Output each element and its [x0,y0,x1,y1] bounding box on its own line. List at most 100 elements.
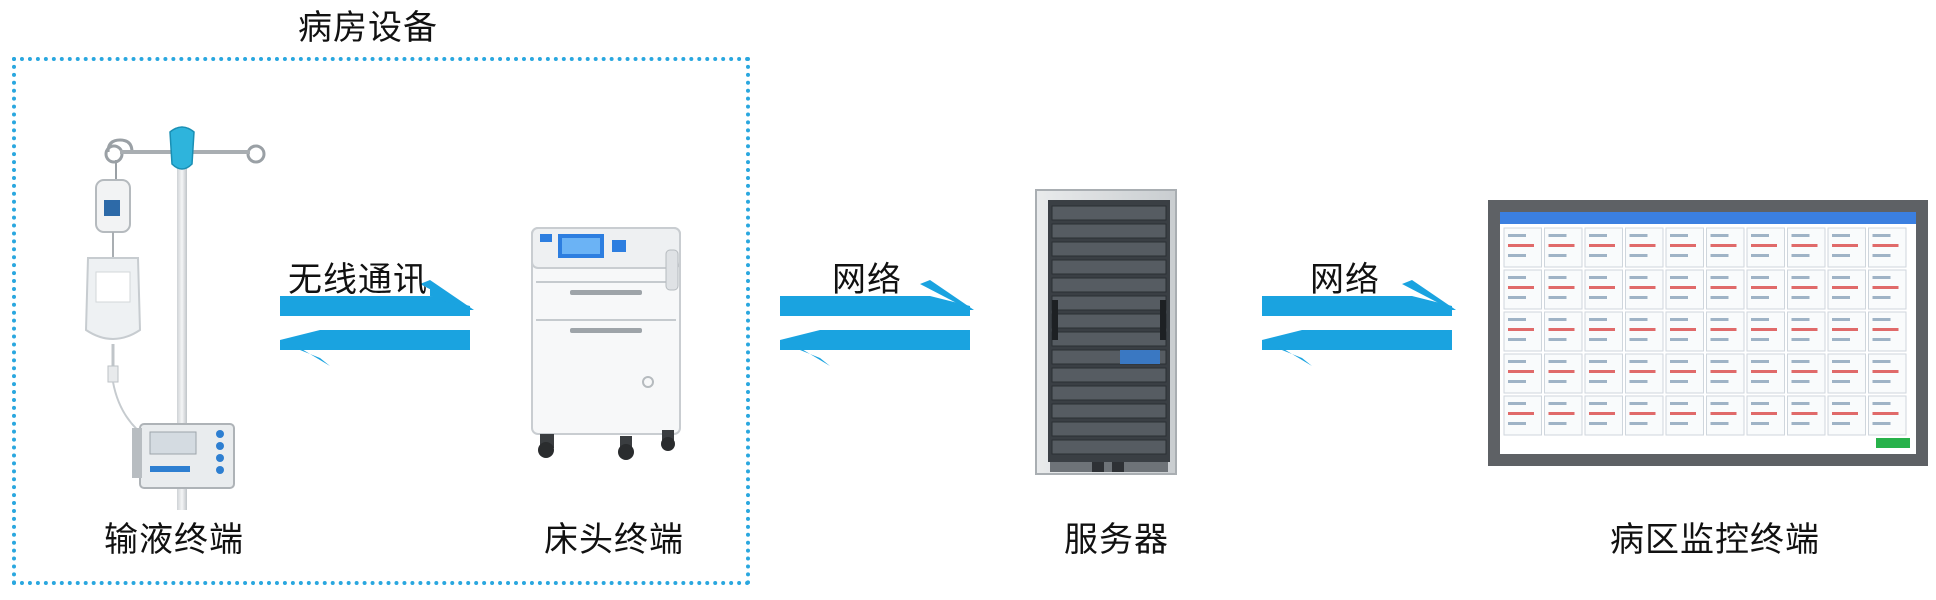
monitor-grid-cell [1746,311,1785,352]
monitor-grid-cell [1665,269,1704,310]
monitor-cell-text [1629,338,1648,341]
monitor-cell-text [1670,422,1688,425]
monitor-cell-text [1508,360,1526,363]
monitor-cell-text [1589,276,1607,279]
monitor-cell-text [1548,286,1575,289]
monitor-grid-cell [1503,395,1542,436]
monitor-cell-text [1548,402,1567,405]
monitor-cell-text [1670,412,1696,415]
monitor-grid-cell [1625,311,1664,352]
monitor-cell-text [1872,234,1891,237]
monitor-cell-text [1872,402,1891,405]
monitor-cell-text [1832,402,1850,405]
monitor-cell-text [1872,380,1891,383]
monitor-cell-text [1710,412,1737,415]
monitor-cell-text [1751,380,1769,383]
monitor-cell-text [1508,276,1526,279]
monitor-grid-cell [1827,353,1866,394]
monitor-cell-text [1589,318,1607,321]
monitor-cell-text [1508,286,1534,289]
monitor-cell-text [1791,360,1810,363]
monitor-cell-text [1751,402,1769,405]
monitor-grid-cell [1746,269,1785,310]
ward-equipment-group [12,57,750,585]
monitor-cell-text [1751,234,1769,237]
monitor-cell-text [1548,422,1567,425]
monitor-cell-text [1629,380,1648,383]
monitor-cell-text [1832,412,1858,415]
monitor-cell-text [1791,276,1810,279]
monitor-grid-cell [1584,395,1623,436]
monitor-grid-cell [1787,311,1826,352]
network-link-2-arrows [1262,280,1456,366]
monitor-cell-text [1872,254,1891,257]
monitor-cell-text [1832,370,1858,373]
monitor-cell-text [1589,380,1607,383]
monitor-grid-cell [1868,353,1907,394]
server-label: 服务器 [1064,520,1169,560]
monitor-cell-text [1791,318,1810,321]
monitor-cell-text [1751,276,1769,279]
monitor-cell-text [1670,380,1688,383]
monitor-cell-text [1710,276,1729,279]
monitor-cell-text [1832,380,1850,383]
monitor-cell-text [1791,370,1818,373]
monitor-cell-text [1629,318,1648,321]
monitor-cell-text [1751,318,1769,321]
monitor-grid-cell [1827,227,1866,268]
infusion-terminal-icon [84,126,266,510]
monitor-grid-cell [1544,395,1583,436]
monitor-grid-cell [1787,353,1826,394]
monitor-cell-text [1629,370,1656,373]
monitor-cell-text [1791,402,1810,405]
monitor-cell-text [1589,402,1607,405]
monitor-cell-text [1548,380,1567,383]
ward-monitor-icon [1488,200,1928,466]
monitor-grid-cell [1827,311,1866,352]
monitor-grid-cell [1746,395,1785,436]
monitor-cell-text [1629,254,1648,257]
monitor-cell-text [1872,276,1891,279]
monitor-cell-text [1872,296,1891,299]
monitor-cell-text [1791,380,1810,383]
monitor-grid-cell [1625,395,1664,436]
monitor-cell-text [1872,338,1891,341]
monitor-cell-text [1710,244,1737,247]
monitor-cell-text [1629,412,1656,415]
monitor-cell-text [1589,338,1607,341]
monitor-cell-text [1508,318,1526,321]
monitor-grid-cell [1665,353,1704,394]
monitor-grid-cell [1625,269,1664,310]
monitor-cell-text [1832,286,1858,289]
monitor-cell-text [1791,338,1810,341]
monitor-cell-text [1670,318,1688,321]
monitor-cell-text [1508,380,1526,383]
monitor-grid-cell [1706,353,1745,394]
monitor-cell-text [1589,422,1607,425]
monitor-cell-text [1629,296,1648,299]
monitor-grid-cell [1665,227,1704,268]
monitor-cell-text [1548,318,1567,321]
monitor-cell-text [1508,402,1526,405]
network-link-2-label: 网络 [1310,260,1380,300]
monitor-grid-cell [1868,227,1907,268]
monitor-grid-cell [1503,311,1542,352]
monitor-cell-text [1751,422,1769,425]
monitor-cell-text [1508,412,1534,415]
monitor-cell-text [1548,412,1575,415]
monitor-cell-text [1832,254,1850,257]
monitor-cell-text [1508,370,1534,373]
monitor-cell-text [1751,370,1777,373]
monitor-cell-text [1872,244,1899,247]
infusion-terminal-label: 输液终端 [104,520,244,560]
monitor-cell-text [1710,338,1729,341]
monitor-cell-text [1872,318,1891,321]
monitor-grid-cell [1787,227,1826,268]
monitor-cell-text [1751,412,1777,415]
monitor-cell-text [1710,296,1729,299]
monitor-cell-text [1548,254,1567,257]
monitor-cell-text [1589,286,1615,289]
monitor-cell-text [1872,422,1891,425]
monitor-cell-text [1670,244,1696,247]
